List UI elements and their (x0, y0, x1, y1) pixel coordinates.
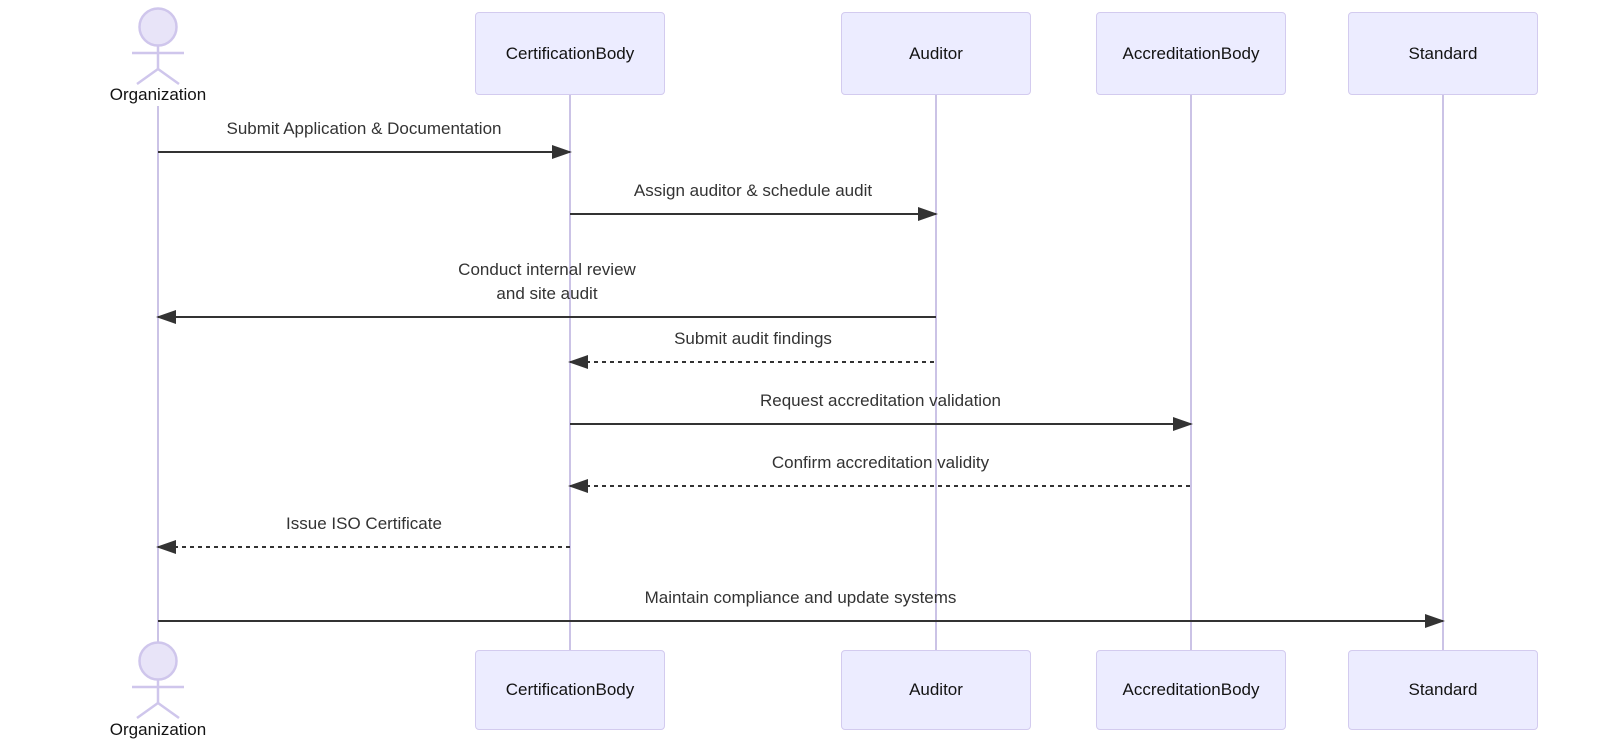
message-confirm-validity: Confirm accreditation validity (568, 437, 1191, 493)
arrowhead-right-icon (1425, 614, 1445, 628)
message-line (570, 485, 1191, 487)
participant-label: CertificationBody (505, 43, 635, 63)
lifeline-standard (1442, 95, 1444, 650)
message-label: Request accreditation validation (760, 391, 1001, 411)
participant-accreditationbody-top: AccreditationBody (1096, 12, 1286, 95)
arrowhead-left-icon (568, 479, 588, 493)
message-label: Submit Application & Documentation (226, 119, 502, 139)
participant-label: CertificationBody (505, 680, 635, 699)
actor-label-organization-bottom: Organization (109, 720, 207, 739)
lifeline-auditor (935, 95, 937, 650)
message-submit-findings: Submit audit findings (568, 313, 936, 369)
participant-certificationbody-bottom: CertificationBody (475, 650, 665, 730)
participant-standard-bottom: Standard (1348, 650, 1538, 730)
arrowhead-left-icon (568, 355, 588, 369)
message-line (158, 620, 1443, 622)
arrowhead-right-icon (918, 207, 938, 221)
lifeline-accreditationbody (1190, 95, 1192, 650)
participant-certificationbody-top: CertificationBody (475, 12, 665, 95)
arrowhead-left-icon (156, 310, 176, 324)
message-request-validation: Request accreditation validation (570, 375, 1193, 431)
message-assign-auditor: Assign auditor & schedule audit (570, 165, 938, 221)
message-line (570, 423, 1191, 425)
message-line (158, 546, 570, 548)
lifeline-certificationbody (569, 95, 571, 650)
actor-label-organization-top: Organization (109, 85, 207, 104)
message-conduct-review: Conduct internal review and site audit (156, 248, 936, 324)
actor-figure-organization-bottom (132, 641, 184, 720)
actor-figure-organization-top (132, 7, 184, 86)
participant-auditor-bottom: Auditor (841, 650, 1031, 730)
message-line (570, 361, 936, 363)
message-line (158, 316, 936, 318)
participant-label: Auditor (909, 680, 963, 699)
participant-label: AccreditationBody (1122, 680, 1260, 699)
message-label: Assign auditor & schedule audit (633, 181, 873, 201)
message-submit-application: Submit Application & Documentation (158, 103, 572, 159)
message-line (570, 213, 936, 215)
message-issue-certificate: Issue ISO Certificate (156, 498, 570, 554)
participant-accreditationbody-bottom: AccreditationBody (1096, 650, 1286, 730)
arrowhead-right-icon (1173, 417, 1193, 431)
message-maintain-compliance: Maintain compliance and update systems (158, 572, 1445, 628)
participant-standard-top: Standard (1348, 12, 1538, 95)
participant-label: AccreditationBody (1122, 43, 1260, 63)
lifeline-organization (157, 106, 159, 643)
message-line (158, 151, 570, 153)
message-label: Issue ISO Certificate (286, 514, 442, 534)
arrowhead-right-icon (552, 145, 572, 159)
participant-label: Standard (1408, 43, 1478, 63)
message-label: Submit audit findings (674, 329, 832, 349)
message-label: Conduct internal review and site audit (458, 260, 636, 304)
participant-label: Auditor (909, 43, 963, 63)
participant-auditor-top: Auditor (841, 12, 1031, 95)
message-label: Maintain compliance and update systems (644, 588, 957, 608)
participant-label: Standard (1408, 680, 1478, 699)
message-label: Confirm accreditation validity (771, 453, 990, 473)
arrowhead-left-icon (156, 540, 176, 554)
